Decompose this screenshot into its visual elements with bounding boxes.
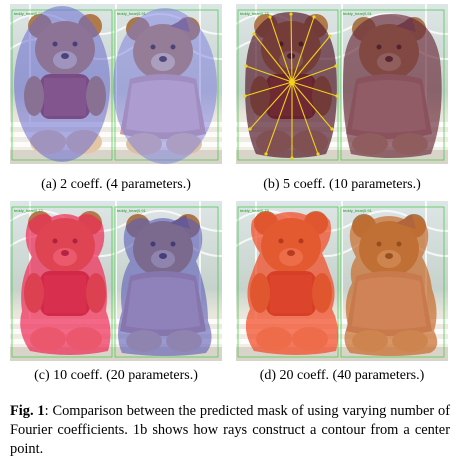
figure-caption: Fig. 1: Comparison between the predicted…: [10, 402, 450, 459]
panel-a-image: teddy_bear|0.91 teddy_bear|0.91: [10, 4, 222, 164]
subcaption-c: (c) 10 coeff. (20 parameters.): [34, 368, 198, 383]
mask-left: [245, 212, 339, 355]
detection-label: teddy_bear|0.72: [14, 208, 44, 213]
detection-label: teddy_bear|0.75: [240, 11, 270, 16]
mask-left: [20, 214, 111, 355]
panel-d-image: teddy_bear|0.75 teddy_bear|0.91: [236, 201, 448, 361]
detection-label: teddy_bear|0.91: [343, 208, 373, 213]
mask-right: [344, 216, 438, 356]
mask-right: [113, 8, 217, 164]
contour-rays: [244, 13, 338, 158]
detection-label: teddy_bear|0.91: [343, 11, 373, 16]
panel-c-image: teddy_bear|0.72 teddy_bear|0.91: [10, 201, 222, 361]
subcaption-b: (b) 5 coeff. (10 parameters.): [263, 177, 421, 192]
mask-right: [342, 14, 442, 158]
subcaption-a: (a) 2 coeff. (4 parameters.): [41, 177, 191, 192]
figure-caption-text: : Comparison between the predicted mask …: [10, 403, 451, 457]
detection-label: teddy_bear|0.91: [14, 11, 44, 16]
center-point: [289, 79, 295, 85]
mask-left: [14, 6, 110, 162]
detection-label: teddy_bear|0.91: [117, 11, 147, 16]
detection-label: teddy_bear|0.91: [117, 208, 147, 213]
detection-label: teddy_bear|0.75: [240, 208, 270, 213]
figure-label: Fig. 1: [10, 403, 45, 419]
mask-right: [118, 217, 212, 356]
subcaption-d: (d) 20 coeff. (40 parameters.): [259, 368, 425, 383]
panel-b-image: teddy_bear|0.75 teddy_bear|0.91: [236, 4, 448, 164]
